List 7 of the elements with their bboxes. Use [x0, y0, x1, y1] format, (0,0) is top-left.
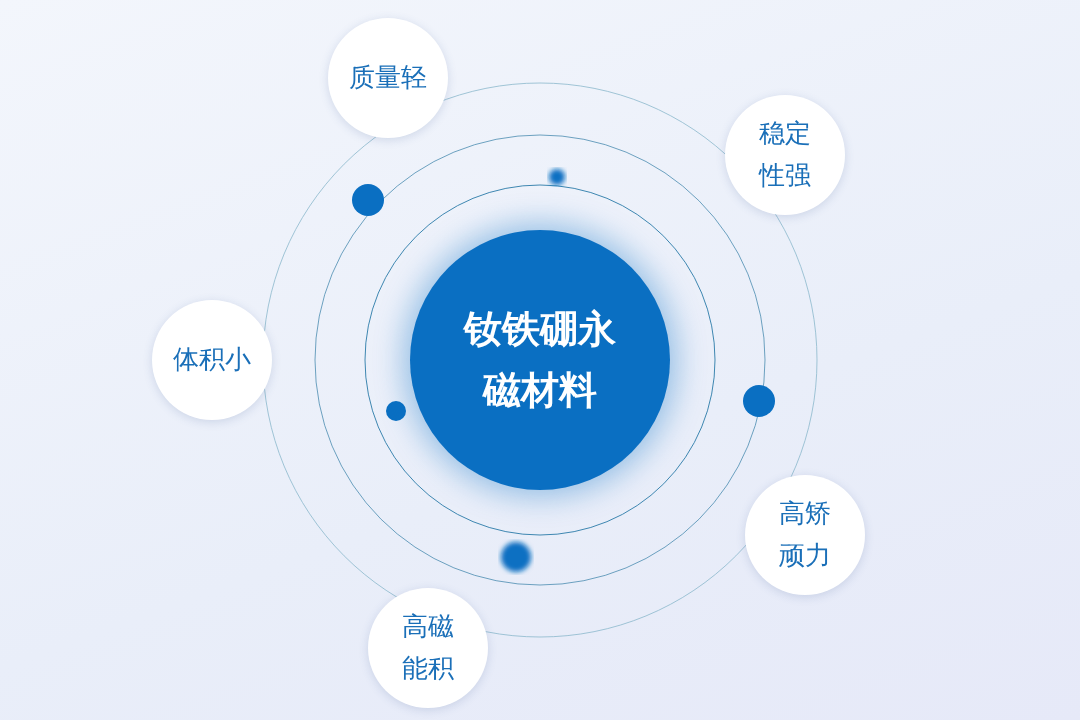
node-label: 高磁能积 [401, 610, 455, 685]
node-label: 钕铁硼永磁材料 [462, 306, 617, 414]
core-circle [410, 230, 670, 490]
node-label: 稳定性强 [757, 117, 812, 192]
node-label: 体积小 [172, 343, 252, 377]
node-label: 高矫顽力 [778, 497, 832, 572]
node-label: 质量轻 [348, 61, 428, 95]
